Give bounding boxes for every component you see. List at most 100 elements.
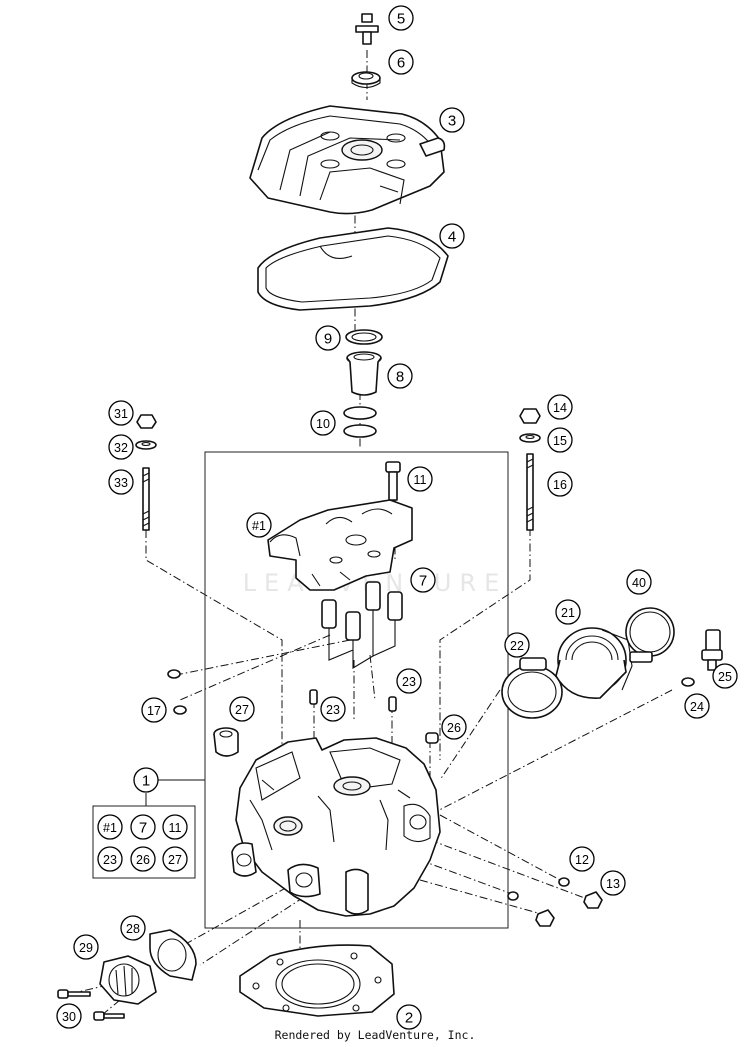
- svg-text:7: 7: [419, 573, 427, 590]
- group-1-item-23: 23: [97, 846, 123, 872]
- callout-8: 8: [387, 363, 413, 389]
- callout-32: 32: [108, 434, 134, 460]
- callout-1: 1: [133, 767, 159, 793]
- svg-text:9: 9: [324, 331, 332, 348]
- hose-clamp-40: [625, 607, 675, 663]
- callout-hash-1: #1: [246, 512, 272, 538]
- svg-text:27: 27: [235, 703, 249, 717]
- svg-text:23: 23: [402, 675, 416, 689]
- callout-29: 29: [73, 934, 99, 960]
- svg-text:21: 21: [561, 606, 575, 620]
- svg-text:26: 26: [136, 853, 150, 867]
- stud-nut-right: [519, 408, 541, 424]
- svg-text:29: 29: [79, 941, 93, 955]
- callout-23-upper: 23: [396, 668, 422, 694]
- svg-text:4: 4: [448, 229, 456, 246]
- o-rings-10: [343, 406, 377, 438]
- svg-text:8: 8: [396, 369, 404, 386]
- svg-text:24: 24: [690, 700, 704, 714]
- callout-23-lower: 23: [320, 696, 346, 722]
- valve-tappets: [321, 581, 403, 669]
- valve-cover-bolt: [355, 13, 379, 45]
- svg-text:6: 6: [397, 55, 405, 72]
- stud-washer-left: [135, 440, 157, 450]
- sensor-seal: [681, 677, 695, 687]
- callout-26: 26: [441, 714, 467, 740]
- callout-3: 3: [439, 107, 465, 133]
- spark-plug-sleeve: [346, 351, 382, 396]
- svg-text:28: 28: [126, 922, 140, 936]
- svg-text:26: 26: [447, 721, 461, 735]
- svg-text:15: 15: [553, 434, 567, 448]
- svg-text:12: 12: [575, 853, 589, 867]
- svg-text:27: 27: [168, 853, 182, 867]
- svg-text:14: 14: [553, 401, 567, 415]
- stud-washer-right: [519, 433, 541, 443]
- callout-9: 9: [315, 325, 341, 351]
- cylinder-head-gasket: [239, 944, 395, 1017]
- callout-10: 10: [310, 410, 336, 436]
- rubber-washer: [351, 71, 381, 89]
- cylinder-head: [231, 737, 441, 917]
- svg-text:22: 22: [510, 639, 524, 653]
- group-1-item-26: 26: [130, 846, 156, 872]
- svg-text:5: 5: [397, 11, 405, 28]
- leader-lines: [64, 50, 673, 1016]
- callout-7: 7: [410, 567, 436, 593]
- stud-right: [526, 453, 534, 531]
- group-1-item-11: 11: [162, 814, 188, 840]
- svg-text:32: 32: [114, 441, 128, 455]
- manifold-bolts: [57, 989, 125, 1021]
- svg-text:11: 11: [414, 473, 427, 487]
- callout-17: 17: [141, 697, 167, 723]
- svg-text:16: 16: [553, 478, 567, 492]
- svg-text:10: 10: [316, 417, 330, 431]
- intake-clamp: [501, 657, 563, 719]
- callout-30: 30: [56, 1003, 82, 1029]
- intake-gasket: [149, 929, 197, 981]
- dowel-pins: [309, 689, 397, 712]
- camshaft-bearing-bridge: [267, 499, 413, 591]
- callout-13: 13: [600, 870, 626, 896]
- callout-5: 5: [388, 5, 414, 31]
- callout-33: 33: [108, 469, 134, 495]
- svg-text:23: 23: [326, 703, 340, 717]
- svg-text:25: 25: [718, 670, 732, 684]
- svg-text:33: 33: [114, 476, 128, 490]
- callout-12: 12: [569, 846, 595, 872]
- cooling-fitting: [167, 669, 187, 715]
- group-1-item-hash-1: #1: [97, 814, 123, 840]
- temperature-sensor: [701, 629, 723, 671]
- svg-text:31: 31: [114, 407, 128, 421]
- callout-21: 21: [555, 599, 581, 625]
- intake-manifold: [99, 955, 157, 1005]
- callout-27: 27: [229, 696, 255, 722]
- group-1-item-7: 7: [130, 814, 156, 840]
- callout-28: 28: [120, 915, 146, 941]
- svg-text:13: 13: [606, 877, 620, 891]
- svg-text:2: 2: [405, 1010, 413, 1027]
- valve-cover-gasket: [257, 227, 449, 311]
- svg-text:23: 23: [103, 853, 117, 867]
- seal-ring-12: [507, 877, 570, 901]
- svg-text:30: 30: [62, 1010, 76, 1024]
- svg-text:40: 40: [632, 576, 646, 590]
- callout-22: 22: [504, 632, 530, 658]
- callout-11: 11: [407, 466, 433, 492]
- svg-text:17: 17: [147, 704, 161, 718]
- o-ring-9: [345, 329, 383, 345]
- svg-text:1: 1: [142, 773, 150, 790]
- svg-text:#1: #1: [252, 519, 266, 533]
- group-1-bracket: [92, 779, 205, 879]
- callout-25: 25: [712, 663, 738, 689]
- svg-text:3: 3: [448, 113, 456, 130]
- svg-text:#1: #1: [103, 821, 117, 835]
- callout-14: 14: [547, 394, 573, 420]
- callout-6: 6: [388, 49, 414, 75]
- hose-fitting: [213, 727, 239, 757]
- svg-text:11: 11: [169, 821, 182, 835]
- stud-left: [142, 467, 150, 531]
- callout-15: 15: [547, 427, 573, 453]
- callout-31: 31: [108, 400, 134, 426]
